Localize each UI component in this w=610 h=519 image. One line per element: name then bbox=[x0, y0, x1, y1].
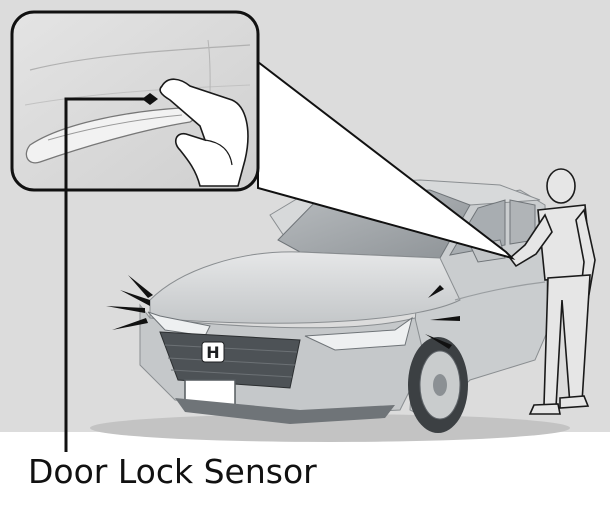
hazard-flash-icon bbox=[106, 275, 460, 349]
front-wheel bbox=[408, 337, 468, 433]
headlight-right bbox=[304, 316, 413, 351]
person bbox=[508, 168, 596, 415]
grille-mesh bbox=[164, 344, 298, 378]
headlight-left bbox=[147, 311, 211, 337]
lower-intake bbox=[175, 398, 395, 424]
grille bbox=[159, 331, 301, 389]
handle-detail-inset bbox=[10, 10, 260, 192]
finger bbox=[159, 78, 249, 187]
leader-line bbox=[64, 97, 150, 452]
svg-text:H: H bbox=[206, 343, 219, 362]
body-crease bbox=[454, 281, 546, 301]
figure-caption: Door Lock Sensor bbox=[28, 452, 317, 491]
door-handle bbox=[25, 107, 196, 164]
honda-emblem-icon: H bbox=[201, 341, 225, 363]
hood bbox=[149, 251, 461, 324]
